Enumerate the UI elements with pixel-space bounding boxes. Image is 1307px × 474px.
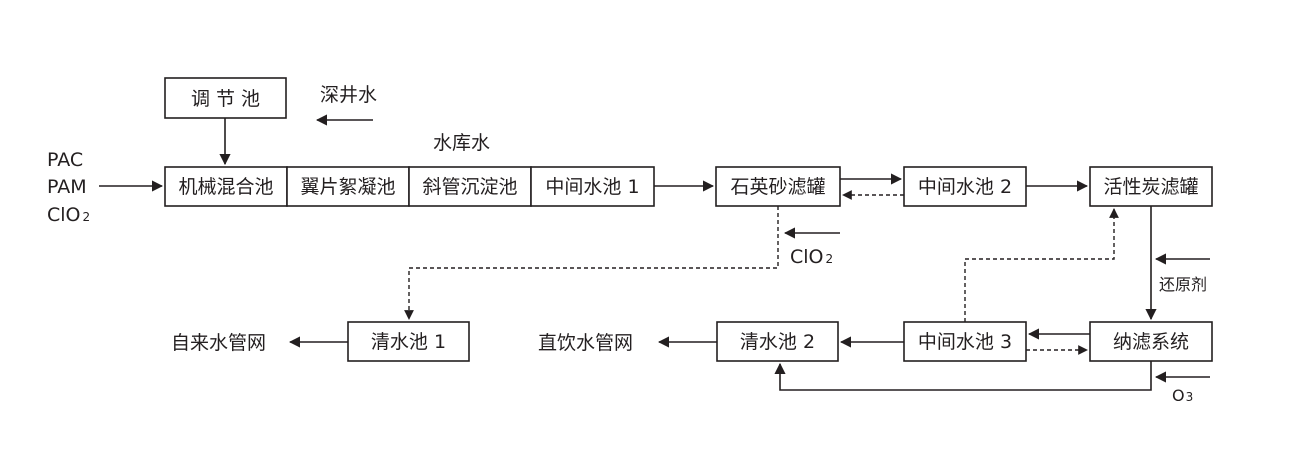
arrow-nalv-to-qingshui2 xyxy=(774,361,1152,391)
node-label: 清水池 1 xyxy=(371,331,446,353)
node-qingshui1: 清水池 1 xyxy=(347,321,470,362)
label-pam: PAM xyxy=(47,176,87,198)
node-tiaojiechi: 调 节 池 xyxy=(164,77,287,119)
node-zhongjian3: 中间水池 3 xyxy=(903,321,1027,362)
label-pac: PAC xyxy=(47,149,83,171)
node-label: 中间水池 1 xyxy=(545,176,639,198)
node-xieguan: 斜管沉淀池 xyxy=(408,166,532,207)
node-label: 中间水池 2 xyxy=(918,176,1012,198)
node-qingshui2: 清水池 2 xyxy=(716,321,839,362)
node-label: 活性炭滤罐 xyxy=(1103,176,1198,198)
node-shiying: 石英砂滤罐 xyxy=(715,166,841,207)
node-label: 中间水池 3 xyxy=(918,331,1012,353)
dashed-arrow-shiying-to-qingshui1 xyxy=(404,206,779,320)
node-label: 石英砂滤罐 xyxy=(730,176,825,198)
label-o3: O3 xyxy=(1172,386,1193,405)
node-zhongjian2: 中间水池 2 xyxy=(903,166,1027,207)
node-huoxingtan: 活性炭滤罐 xyxy=(1089,166,1213,207)
dashed-arrow-zj3-to-huoxingtan xyxy=(964,208,1119,322)
node-label: 纳滤系统 xyxy=(1113,331,1189,353)
label-huanyuanji: 还原剂 xyxy=(1159,275,1207,294)
node-jixie: 机械混合池 xyxy=(164,166,288,207)
label-shuikushui: 水库水 xyxy=(433,132,490,154)
node-label: 清水池 2 xyxy=(740,331,815,353)
node-yipian: 翼片絮凝池 xyxy=(286,166,410,207)
node-label: 机械混合池 xyxy=(178,176,273,198)
label-zhiyinshui-network: 直饮水管网 xyxy=(538,332,633,354)
node-label: 调 节 池 xyxy=(191,88,260,110)
node-label: 斜管沉淀池 xyxy=(422,176,517,198)
node-nalv: 纳滤系统 xyxy=(1089,321,1213,362)
node-zhongjian1: 中间水池 1 xyxy=(530,166,655,207)
label-shenjingshui: 深井水 xyxy=(320,84,377,106)
label-zilaishui-network: 自来水管网 xyxy=(171,332,266,354)
node-label: 翼片絮凝池 xyxy=(300,176,395,198)
